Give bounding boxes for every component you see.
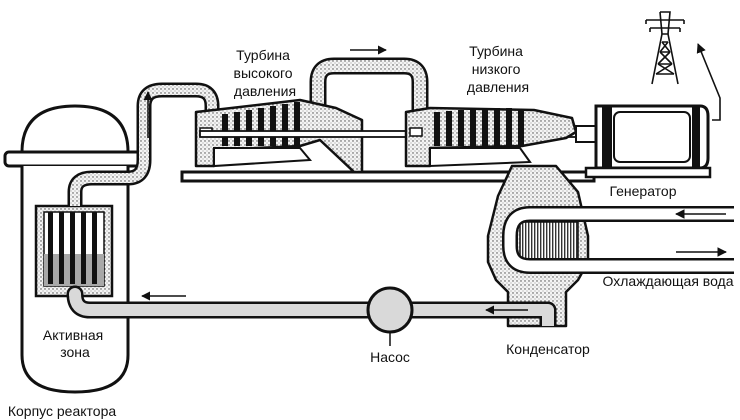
core-label: Активная зона <box>43 327 107 360</box>
lp-turbine <box>404 106 578 168</box>
control-rods <box>48 212 97 284</box>
power-pylon <box>645 11 685 85</box>
hp-blades <box>222 102 300 146</box>
feedwater-pipe <box>66 285 557 326</box>
lp-blades <box>434 108 524 146</box>
pump <box>366 286 414 346</box>
generator-label: Генератор <box>609 183 676 199</box>
steam-pipe <box>67 82 220 206</box>
cooling-water-loop <box>502 206 734 274</box>
pump-label: Насос <box>370 349 410 365</box>
labels: Турбина высокого давления Турбина низког… <box>8 43 734 419</box>
hp-turbine-label: Турбина высокого давления <box>234 47 297 99</box>
power-output-arrow <box>696 43 721 121</box>
generator <box>575 104 712 179</box>
condenser-label: Конденсатор <box>506 341 590 357</box>
crossover-pipe <box>309 57 429 124</box>
lp-turbine-label: Турбина низкого давления <box>467 43 529 95</box>
reactor-core <box>34 204 114 298</box>
cooling-water-label: Охлаждающая вода <box>603 273 734 289</box>
vessel-label: Корпус реактора <box>8 403 117 419</box>
